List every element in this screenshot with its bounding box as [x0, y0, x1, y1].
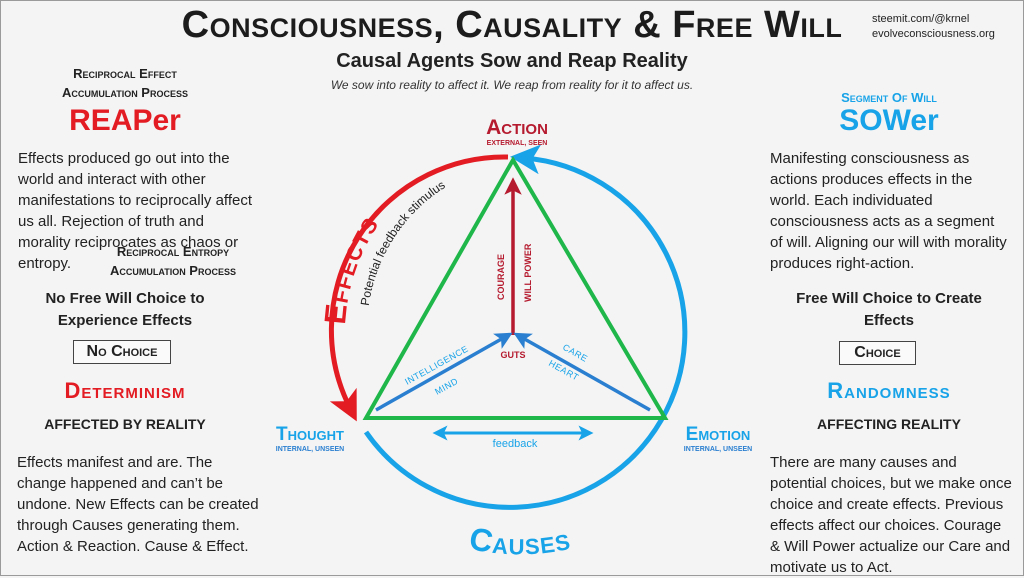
causes-arc-arrow	[363, 144, 688, 510]
sower-description: Manifesting consciousness as actions pro…	[770, 150, 1007, 272]
source-links: steemit.com/@krnel evolveconsciousness.o…	[872, 12, 995, 42]
sower-acronym: Segment Of Will	[841, 90, 937, 105]
sower-title: SOWer	[839, 104, 939, 137]
affecting-reality-label: AFFECTING REALITY	[817, 416, 961, 432]
courage-label: COURAGE	[496, 254, 506, 300]
thought-label: Thought	[276, 424, 344, 445]
page-title: Consciousness, Causality & Free Will	[181, 4, 843, 46]
effects-arc-arrow	[328, 154, 509, 422]
reaper-title: REAPer	[69, 104, 181, 137]
choice-heading: Free Will Choice to Create Effects	[796, 290, 982, 329]
thought-sub-label: INTERNAL, UNSEEN	[276, 446, 344, 453]
website-link[interactable]: evolveconsciousness.org	[872, 28, 995, 40]
tagline: We sow into reality to affect it. We rea…	[330, 78, 694, 92]
intelligence-label: INTELLIGENCE	[403, 344, 470, 387]
mind-label: MIND	[433, 376, 460, 397]
action-sub-label: EXTERNAL, SEEN	[487, 140, 548, 147]
causes-label: Causes	[467, 520, 574, 561]
no-choice-box: No Choice	[73, 340, 171, 364]
choice-box: Choice	[839, 341, 916, 365]
entropy-acronym: Reciprocal Entropy Accumulation Process	[88, 242, 258, 280]
mind-to-guts-arrow	[375, 332, 513, 412]
entropy-acronym-line1: Reciprocal Entropy	[116, 244, 230, 259]
heart-to-guts-arrow	[513, 332, 651, 412]
entropy-acronym-line2: Accumulation Process	[109, 263, 236, 278]
steemit-link[interactable]: steemit.com/@krnel	[872, 13, 970, 25]
determinism-description: Effects manifest and are. The change hap…	[17, 454, 259, 555]
reaper-acronym: Reciprocal Effect Accumulation Process	[0, 64, 250, 102]
affected-by-reality-label: AFFECTED BY REALITY	[44, 416, 206, 432]
emotion-label: Emotion	[686, 424, 751, 445]
reaper-description: Effects produced go out into the world a…	[18, 150, 253, 272]
page-subtitle: Causal Agents Sow and Reap Reality	[336, 50, 688, 72]
will-power-label: WILL POWER	[523, 243, 533, 302]
guts-label: GUTS	[500, 350, 525, 360]
action-label: Action	[486, 116, 548, 139]
action-thought-emotion-triangle	[362, 156, 669, 420]
reaper-acronym-line2: Accumulation Process	[61, 85, 188, 100]
determinism-label: Determinism	[64, 378, 186, 403]
feedback-label: feedback	[493, 438, 538, 450]
no-choice-heading: No Free Will Choice to Experience Effect…	[45, 290, 205, 329]
emotion-sub-label: INTERNAL, UNSEEN	[684, 446, 752, 453]
randomness-label: Randomness	[827, 378, 951, 403]
reaper-acronym-line1: Reciprocal Effect	[73, 66, 177, 81]
randomness-description: There are many causes and potential choi…	[770, 454, 1012, 576]
